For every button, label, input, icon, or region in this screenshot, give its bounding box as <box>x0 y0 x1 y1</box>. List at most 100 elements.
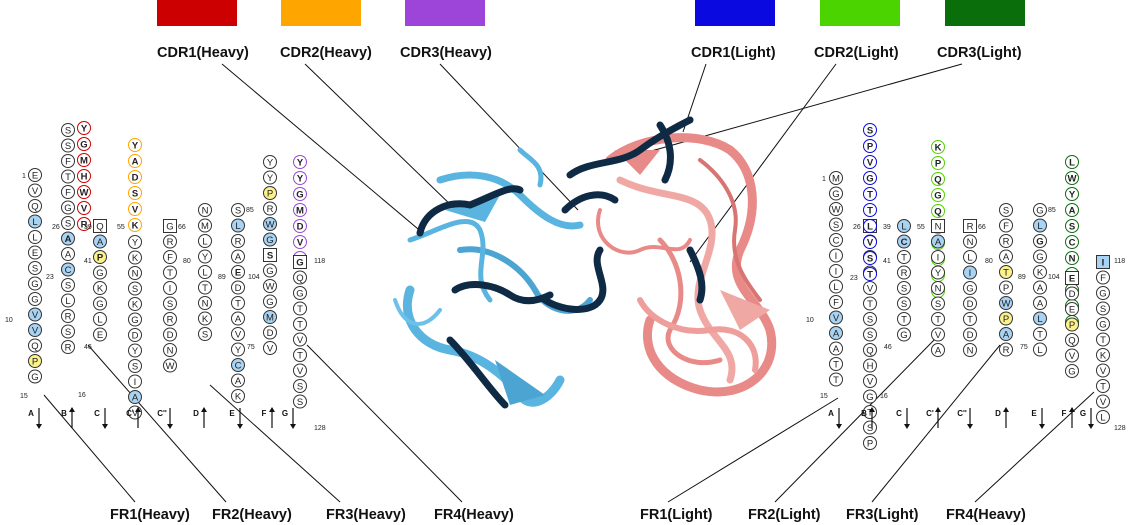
residue-number: 66 <box>178 224 186 231</box>
bottom-labels: FR1(Heavy) FR2(Heavy) FR3(Heavy) FR4(Hea… <box>110 507 1026 523</box>
residue-node: T <box>231 296 245 310</box>
residue-node: K <box>128 297 142 311</box>
residue-letter: R <box>967 221 974 232</box>
residue-node: W <box>1065 171 1079 185</box>
leader-fr1-light <box>667 397 839 503</box>
residue-node: C <box>231 358 245 372</box>
residue-letter: V <box>1100 397 1107 408</box>
residue-node: V <box>863 235 877 249</box>
strand-label: C'' <box>157 409 167 418</box>
residue-node: S <box>863 251 877 265</box>
residue-node: S <box>931 296 945 311</box>
residue-letter: T <box>1037 329 1043 340</box>
residue-letter: G <box>296 257 303 268</box>
label-cdr1-heavy: CDR1(Heavy) <box>157 45 249 61</box>
residue-node: A <box>128 390 142 404</box>
residue-node: F <box>61 185 75 199</box>
residue-node: E <box>1065 302 1079 316</box>
residue-node: S <box>128 359 142 373</box>
residue-letter: L <box>901 221 906 232</box>
residue-letter: K <box>132 299 139 310</box>
residue-node: P <box>863 436 877 450</box>
residue-letter: G <box>31 372 38 383</box>
residue-letter: D <box>1069 289 1076 300</box>
residue-letter: G <box>266 235 273 246</box>
residue-number: 46 <box>884 344 892 351</box>
residue-node: N <box>1065 251 1079 265</box>
residue-node: V <box>293 332 307 347</box>
residue-letter: C <box>235 360 242 371</box>
residue-node: K <box>128 250 142 265</box>
residue-letter: S <box>901 283 907 294</box>
residue-letter: C <box>901 237 908 248</box>
residue-letter: W <box>166 361 175 372</box>
residue-letter: H <box>867 361 874 372</box>
residue-node: P <box>28 354 42 368</box>
legend-swatch-cdr1-light <box>695 0 775 26</box>
residue-letter: W <box>266 281 275 292</box>
residue-node: T <box>963 312 977 326</box>
residue-node: G <box>28 292 42 306</box>
residue-node: S <box>61 138 75 153</box>
residue-node: A <box>128 154 142 168</box>
residue-node: N <box>128 266 142 280</box>
residue-letter: L <box>833 282 838 293</box>
residue-node: A <box>231 311 245 326</box>
residue-node: A <box>829 341 843 356</box>
residue-letter: E <box>32 170 38 181</box>
residue-node: C <box>1065 235 1079 249</box>
residue-letter: Y <box>202 252 209 263</box>
residue-node: V <box>293 363 307 378</box>
residue-node: C <box>61 262 75 277</box>
residue-node: N <box>198 203 212 217</box>
residue-node: V <box>28 307 42 322</box>
residue-number: 55 <box>917 224 925 231</box>
residue-letter: Y <box>1069 189 1076 200</box>
residue-node: G <box>293 255 307 269</box>
residue-node: L <box>231 218 245 233</box>
residue-node: P <box>999 280 1013 295</box>
strand-label: A <box>28 409 34 418</box>
residue-letter: Y <box>81 123 88 134</box>
residue-letter: D <box>132 172 139 183</box>
residue-node: G <box>28 369 42 384</box>
residue-letter: A <box>833 328 840 339</box>
residue-letter: T <box>202 283 208 294</box>
residue-number: 26 <box>853 224 861 231</box>
residue-number: 75 <box>247 344 255 351</box>
residue-letter: G <box>866 392 873 403</box>
residue-letter: N <box>132 268 139 279</box>
residue-letter: V <box>833 313 840 324</box>
residue-letter: S <box>1069 221 1075 232</box>
residue-letter: V <box>935 330 942 341</box>
residue-letter: A <box>1069 205 1076 216</box>
residue-node: S <box>1065 219 1079 233</box>
label-fr2-light: FR2(Light) <box>748 507 821 523</box>
residue-letter: T <box>867 407 873 418</box>
residue-node: M <box>263 310 277 324</box>
residue-node: T <box>1096 379 1110 393</box>
residue-letter: A <box>65 249 72 260</box>
residue-letter: S <box>935 299 941 310</box>
residue-node: G <box>1065 364 1079 378</box>
residue-letter: P <box>32 356 38 367</box>
residue-node: W <box>77 185 91 199</box>
strand-label: B <box>861 409 867 418</box>
residue-letter: S <box>32 263 38 274</box>
strand-label: G <box>282 409 288 418</box>
residue-letter: A <box>1003 329 1010 340</box>
residue-letter: R <box>1003 236 1010 247</box>
residue-letter: A <box>97 237 104 248</box>
residue-letter: W <box>80 187 89 198</box>
residue-letter: L <box>1037 314 1042 325</box>
residue-letter: T <box>833 375 839 386</box>
residue-letter: G <box>266 266 273 277</box>
residue-letter: G <box>1099 288 1106 299</box>
residue-letter: L <box>1037 221 1042 232</box>
